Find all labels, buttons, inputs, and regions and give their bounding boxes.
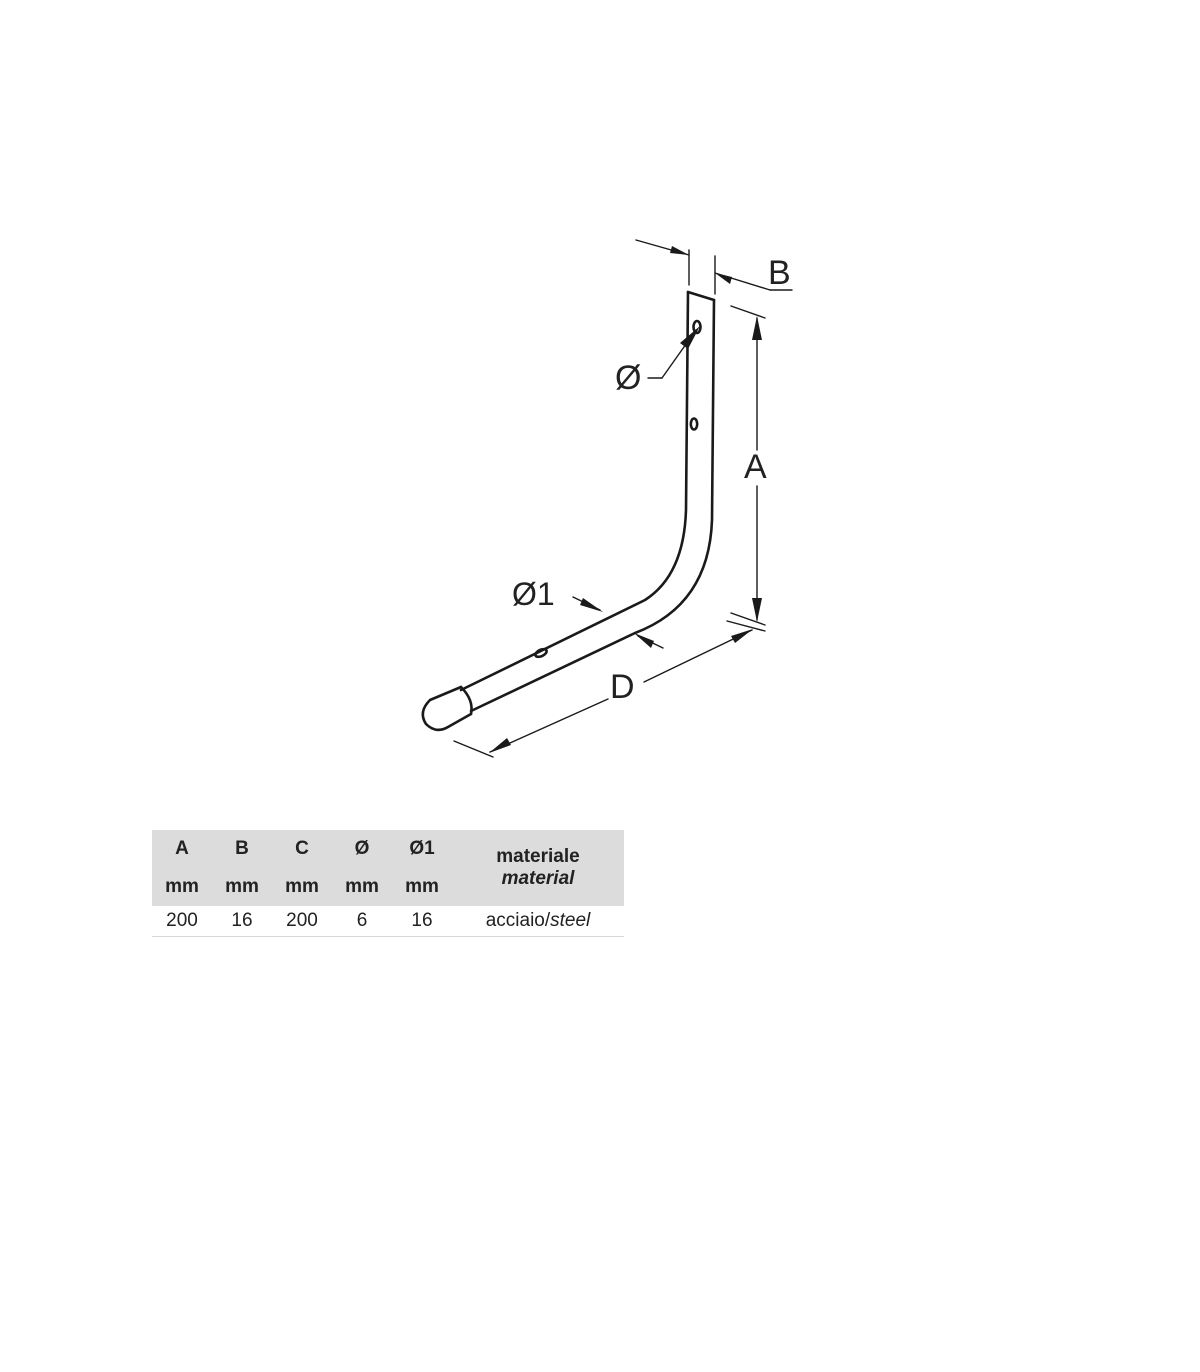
dimension-d: D bbox=[453, 620, 766, 758]
cell-diameter1: 16 bbox=[392, 906, 452, 937]
label-d: D bbox=[610, 668, 635, 706]
label-diameter: Ø bbox=[615, 359, 641, 397]
cell-b: 16 bbox=[212, 906, 272, 937]
unit-diameter1: mm bbox=[392, 868, 452, 906]
header-a: A bbox=[152, 830, 212, 868]
dimension-diameter1: Ø1 bbox=[512, 576, 664, 649]
unit-a: mm bbox=[152, 868, 212, 906]
cell-material-en: steel bbox=[550, 910, 591, 931]
header-c: C bbox=[272, 830, 332, 868]
unit-diameter: mm bbox=[332, 868, 392, 906]
dimension-b: B bbox=[635, 239, 793, 295]
unit-b: mm bbox=[212, 868, 272, 906]
header-material-en: material bbox=[501, 868, 575, 889]
label-b: B bbox=[768, 254, 791, 292]
header-diameter1: Ø1 bbox=[392, 830, 452, 868]
unit-c: mm bbox=[272, 868, 332, 906]
hole-lower bbox=[534, 647, 548, 659]
cell-material: acciaio/steel bbox=[452, 906, 624, 937]
cell-c: 200 bbox=[272, 906, 332, 937]
technical-drawing: B A Ø Ø1 D bbox=[421, 239, 793, 758]
label-diameter1: Ø1 bbox=[512, 576, 555, 612]
dimension-diameter: Ø bbox=[615, 326, 700, 397]
table-row: 200 16 200 6 16 acciaio/steel bbox=[152, 906, 624, 937]
header-material: materiale material bbox=[452, 830, 624, 906]
spec-table: A B C Ø Ø1 materiale material mm mm mm m… bbox=[152, 830, 624, 937]
cell-diameter: 6 bbox=[332, 906, 392, 937]
dimension-a: A bbox=[730, 305, 767, 626]
bracket-tube bbox=[421, 290, 716, 732]
hole-upper bbox=[692, 319, 702, 335]
table-header-row-top: A B C Ø Ø1 materiale material bbox=[152, 830, 624, 906]
header-diameter: Ø bbox=[332, 830, 392, 868]
cell-a: 200 bbox=[152, 906, 212, 937]
header-b: B bbox=[212, 830, 272, 868]
cell-material-it: acciaio/ bbox=[485, 910, 551, 931]
table-header-row-units: mm mm mm mm mm bbox=[152, 868, 624, 906]
label-a: A bbox=[744, 448, 767, 486]
hole-middle bbox=[689, 417, 699, 431]
header-material-it: materiale bbox=[496, 846, 580, 867]
